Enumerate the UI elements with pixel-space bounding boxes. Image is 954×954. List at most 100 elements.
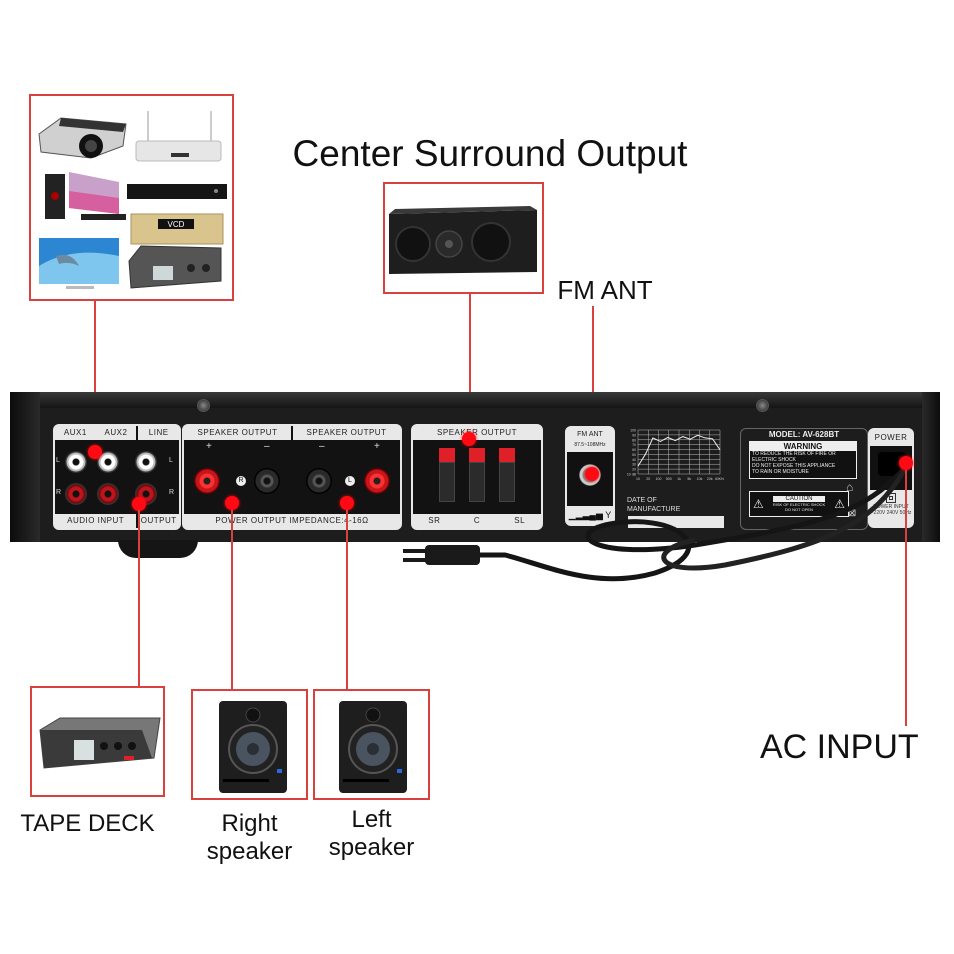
flat-tv-icon [39, 238, 119, 289]
warning-line: ELECTRIC SHOCK [752, 457, 796, 463]
caution-sticker: ⚠ CAUTION RISK OF ELECTRIC SHOCK DO NOT … [749, 491, 849, 517]
graph-x-tick: 20k [707, 477, 713, 481]
channel-sr-label: SR [428, 516, 441, 525]
warning-line: TO REDUCE THE RISK OF FIRE OR [752, 451, 836, 457]
ac-input-label: AC INPUT [760, 728, 919, 766]
left-speaker-negative-terminal[interactable] [306, 468, 332, 494]
right-speaker-negative-terminal[interactable] [254, 468, 280, 494]
left-speaker-connector-dot [340, 496, 354, 510]
screw-icon [756, 399, 769, 412]
right-channel-label: R [56, 489, 62, 496]
right-speaker-label-line1: Right [221, 810, 278, 837]
amp-foot [118, 540, 198, 558]
warning-sticker: WARNING TO REDUCE THE RISK OF FIRE OR EL… [749, 441, 857, 479]
warning-title: WARNING [750, 442, 856, 451]
power-input-label: POWER INPUT [873, 504, 909, 510]
tape-connector-line [138, 510, 140, 687]
graph-x-tick: 500 [666, 477, 672, 481]
left-speaker-icon [339, 701, 407, 793]
aux2-left-jack[interactable] [97, 451, 119, 473]
power-input-value: ~220V 240V 50Hz [870, 510, 912, 516]
fm-antenna-panel: FM ANT 87.5~108MHz ▁▂▃▄▅ Y [565, 426, 615, 526]
speaker-output-panel: SPEAKER OUTPUT SPEAKER OUTPUT + – – + R … [182, 424, 402, 530]
aux1-right-jack[interactable] [65, 483, 87, 505]
tape-deck-icon [39, 717, 161, 769]
r-marker: R [236, 476, 246, 486]
graph-y-tick: 20 [632, 468, 636, 472]
projector-icon [38, 117, 127, 159]
line-out-left-jack[interactable] [135, 451, 157, 473]
left-speaker-box [313, 689, 430, 800]
speaker-output-left-label: SPEAKER OUTPUT [291, 426, 400, 440]
graph-x-tick: 1k [677, 477, 681, 481]
power-label: POWER [870, 430, 912, 446]
right-speaker-icon [219, 701, 287, 793]
right-channel-label: R [169, 489, 175, 496]
sl-terminal-clip[interactable] [499, 448, 515, 502]
graph-y-tick: 40 [632, 458, 636, 462]
tape-deck-label: TAPE DECK [20, 810, 155, 837]
center-speaker-box [383, 182, 544, 294]
channel-c-label: C [473, 516, 481, 525]
power-cord [403, 463, 910, 582]
line-output-connector-dot [132, 497, 146, 511]
left-channel-label: L [169, 457, 173, 464]
vcd-player-icon: VCD [130, 213, 224, 245]
caution-line: DO NOT OPEN [785, 507, 813, 512]
surround-output-panel: SPEAKER OUTPUT SR C SL [411, 424, 543, 530]
right-speaker-connector-line [231, 510, 233, 690]
right-speaker-label-line2: speaker [206, 837, 293, 865]
l-marker: L [345, 476, 355, 486]
warning-triangle-icon: ⚠ [753, 497, 764, 511]
sr-terminal-clip[interactable] [439, 448, 455, 502]
fm-band-label: 87.5~108MHz [574, 442, 606, 448]
speaker-output-right-label: SPEAKER OUTPUT [197, 428, 278, 437]
left-speaker-positive-terminal[interactable] [364, 468, 390, 494]
audio-input-label: AUDIO INPUT [67, 516, 125, 525]
warning-line: DO NOT EXPOSE THIS APPLIANCE [752, 463, 836, 469]
line-label: LINE [136, 426, 179, 440]
plus-sign: + [206, 441, 212, 452]
frequency-response-curve [637, 434, 721, 467]
center-speaker-icon [389, 206, 537, 274]
c-terminal-clip[interactable] [469, 448, 485, 502]
fm-ant-label: FM ANT [557, 275, 653, 305]
impedance-label: POWER OUTPUT IMPEDANCE:4-16Ω [184, 514, 400, 528]
left-channel-label: L [56, 457, 60, 464]
minus-sign: – [319, 441, 325, 452]
aux2-right-jack[interactable] [97, 483, 119, 505]
graph-x-tick: 10k [697, 477, 703, 481]
audio-recorder-icon [128, 245, 222, 289]
surround-output-label: SPEAKER OUTPUT [413, 426, 541, 440]
model-label-area: MODEL: AV-628BT WARNING TO REDUCE THE RI… [740, 428, 868, 530]
graph-x-tick: 10 [636, 477, 640, 481]
surround-connector-dot [462, 432, 476, 446]
signal-strength-icon: ▁▂▃▄▅ Y [567, 506, 613, 524]
left-speaker-label-line2: speaker [328, 833, 415, 861]
source-connector-line [94, 301, 96, 433]
graph-y-tick: 70 [632, 443, 636, 447]
caution-line: RISK OF ELECTRIC SHOCK [772, 502, 826, 507]
aux1-left-jack[interactable] [65, 451, 87, 473]
graph-y-tick: 60 [632, 448, 636, 452]
tape-deck-box [30, 686, 165, 797]
source-devices-collage: VCD [38, 111, 227, 289]
wifi-router-icon [135, 111, 222, 162]
right-speaker-label: Right speaker [191, 810, 308, 865]
amplifier-rear-panel: AUX1 AUX2 LINE L R L R AUDIO INPUT OUTPU… [10, 392, 940, 542]
audio-io-panel: AUX1 AUX2 LINE L R L R AUDIO INPUT OUTPU… [53, 424, 181, 530]
graph-y-tick: 80 [632, 438, 636, 442]
warning-line: TO RAIN OR MOISTURE [752, 469, 809, 475]
channel-sl-label: SL [514, 516, 526, 525]
left-speaker-connector-line [346, 510, 348, 690]
minus-sign: – [264, 441, 270, 452]
date-of-manufacture-label: DATE OF MANUFACTURE [627, 497, 681, 513]
center-surround-title: Center Surround Output [292, 133, 688, 174]
graph-y-tick: 10 dB [627, 473, 637, 477]
graph-y-tick: 90 [632, 433, 636, 437]
aux1-label: AUX1 [63, 428, 87, 437]
right-speaker-positive-terminal[interactable] [194, 468, 220, 494]
left-speaker-label: Left speaker [313, 806, 430, 861]
fm-connector-dot [585, 467, 599, 481]
